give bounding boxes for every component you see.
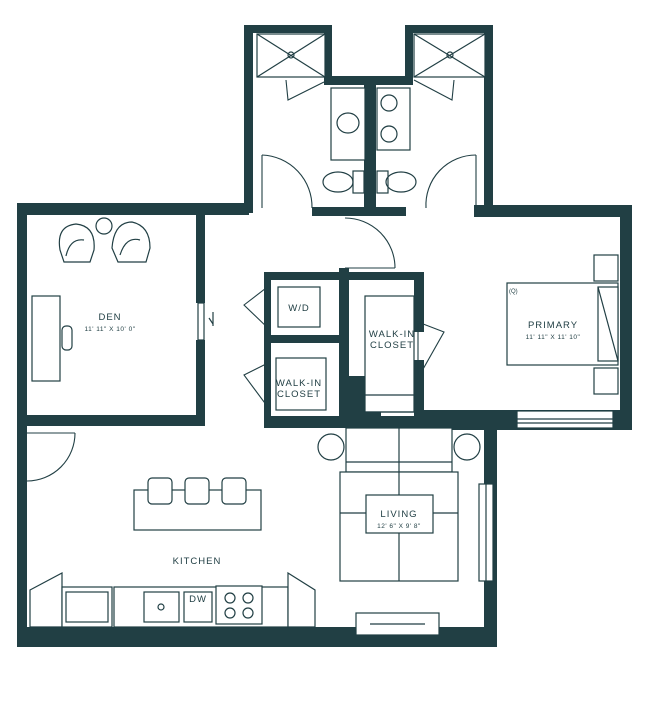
- den-furniture: [31, 217, 151, 382]
- living-dims: 12' 6" X 9' 8": [377, 523, 421, 530]
- dishwasher-label: DW: [189, 594, 207, 605]
- kitchen-fixtures: [29, 477, 316, 628]
- den-label: DEN: [98, 312, 121, 323]
- primary-furniture: [506, 254, 619, 395]
- primary-dims: 11' 11" X 11' 10": [526, 334, 581, 341]
- primary-bed-tag: (Q): [509, 289, 518, 295]
- walls: [17, 25, 632, 647]
- living-label: LIVING: [380, 509, 417, 520]
- doors: [26, 79, 477, 482]
- left-bathroom: [256, 33, 366, 194]
- living-furniture: [317, 427, 481, 636]
- walkin-closet-1-line2: CLOSET: [277, 389, 321, 400]
- room-labels: DEN 11' 11" X 10' 0" PRIMARY 11' 11" X 1…: [85, 289, 581, 605]
- walkin-closet-1-line1: WALK-IN: [276, 378, 322, 389]
- kitchen-label: KITCHEN: [173, 556, 222, 567]
- laundry-label: W/D: [288, 303, 309, 314]
- walkin-closet-2-line1: WALK-IN: [369, 329, 415, 340]
- primary-label: PRIMARY: [528, 320, 578, 331]
- right-bathroom: [376, 33, 486, 194]
- den-dims: 11' 11" X 10' 0": [85, 326, 136, 333]
- walkin-closet-2-line2: CLOSET: [370, 340, 414, 351]
- windows: [197, 302, 614, 582]
- closets: [275, 286, 415, 413]
